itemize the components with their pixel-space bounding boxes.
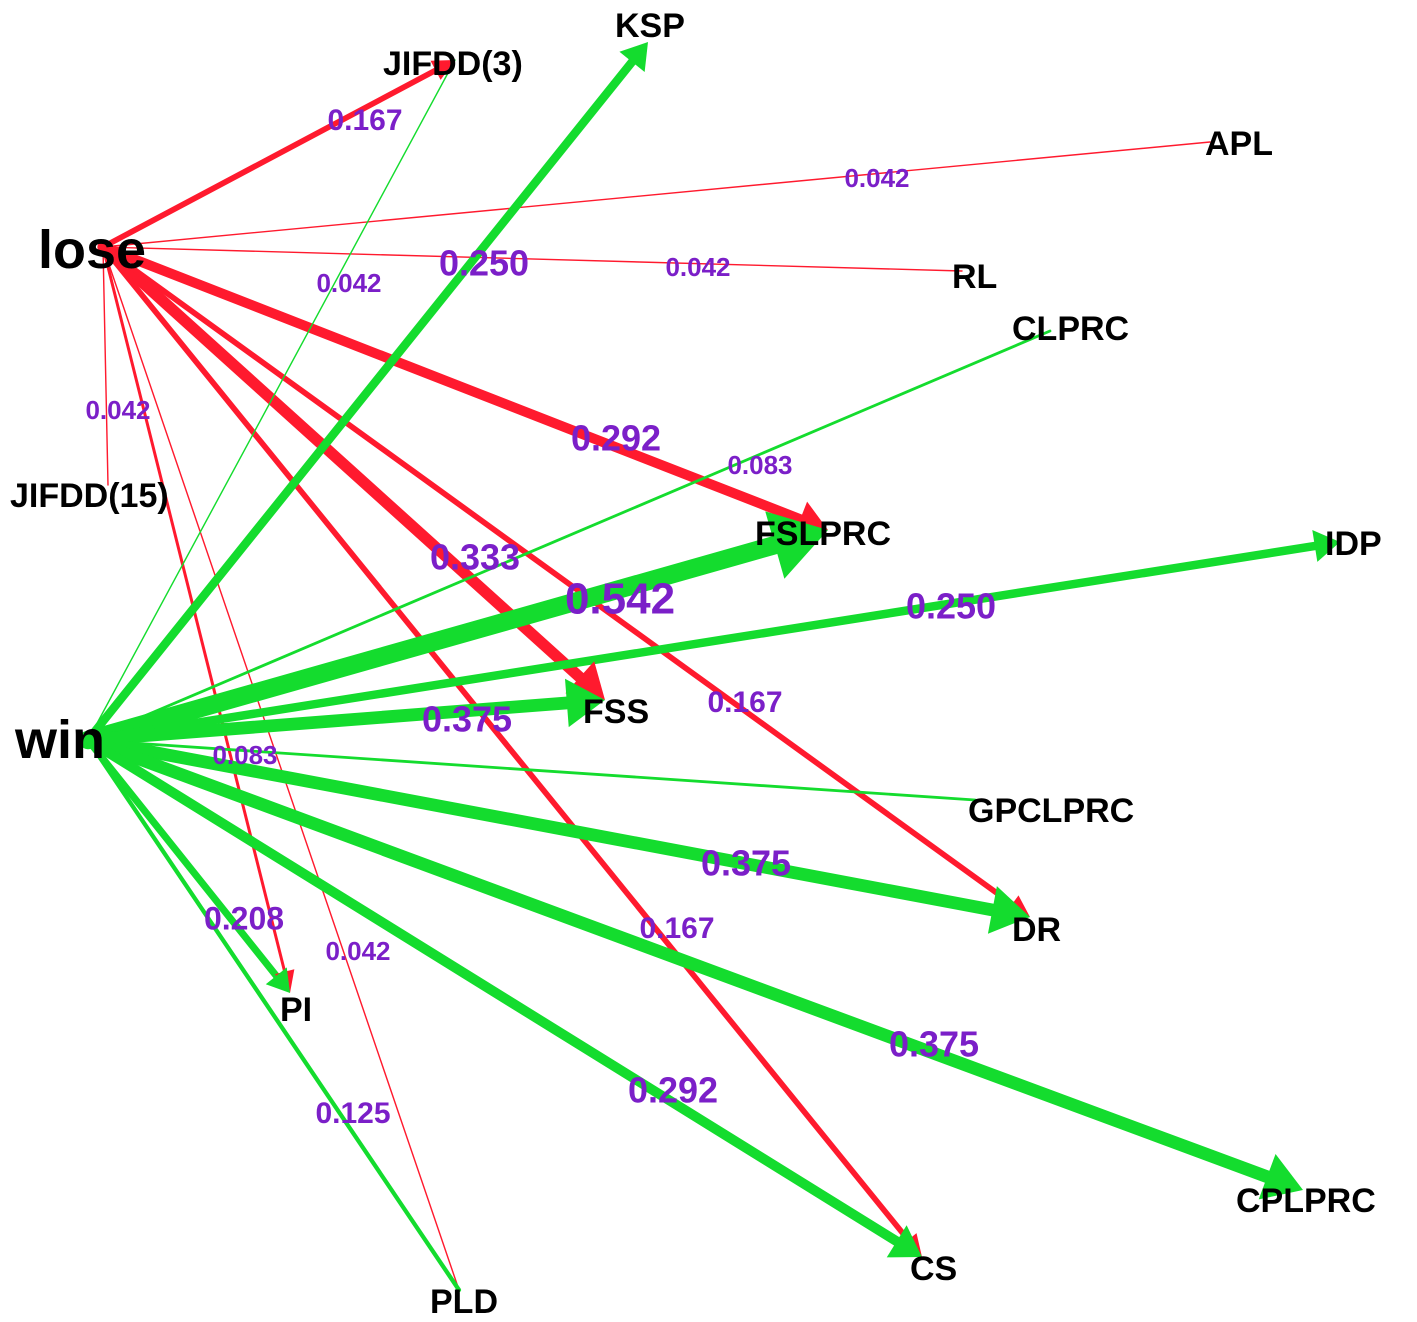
weight-label-lose-dr: 0.167 <box>707 686 782 719</box>
weight-label-win-ksp: 0.250 <box>439 243 529 284</box>
edge-weight-labels: 0.167 0.042 0.042 0.292 0.333 0.167 0.167 0.042… <box>85 104 996 1130</box>
edge-win-clprc <box>86 329 1052 742</box>
edge-win-pld <box>85 737 462 1293</box>
edge-win-gpclprc <box>86 738 977 802</box>
edge-lose-pld <box>102 246 460 1291</box>
edges-layer <box>78 53 1325 1293</box>
weight-label-lose-jifdd15: 0.042 <box>85 395 150 425</box>
edge-win-ksp <box>83 53 640 745</box>
node-jifdd3: JIFDD(3) <box>383 45 523 83</box>
node-fss: FSS <box>583 693 649 731</box>
weight-label-win-cplprc: 0.375 <box>889 1024 979 1065</box>
weight-label-lose-rl: 0.042 <box>665 252 730 282</box>
edge-lose-fss <box>97 241 591 688</box>
edge-lose-jifdd3 <box>100 65 443 250</box>
node-pld: PLD <box>430 1283 498 1321</box>
node-rl: RL <box>952 258 997 296</box>
arrowhead-win-dr <box>987 886 1030 934</box>
node-lose: lose <box>38 220 146 280</box>
weight-label-win-idp: 0.250 <box>906 586 996 627</box>
edge-lose-dr <box>100 244 1019 910</box>
weight-label-lose-jifdd3: 0.167 <box>327 104 402 137</box>
arrowhead-win-ksp <box>619 42 648 72</box>
edge-lose-cs <box>100 244 914 1247</box>
weight-label-win-jifdd3: 0.042 <box>316 268 381 298</box>
node-fslprc: FSLPRC <box>755 515 891 553</box>
edge-win-idp <box>83 540 1325 745</box>
node-cplprc: CPLPRC <box>1236 1182 1376 1220</box>
weight-label-lose-pld: 0.042 <box>325 936 390 966</box>
arrowhead-win-pi <box>265 967 290 993</box>
weight-label-win-fslprc: 0.542 <box>565 575 675 624</box>
weight-label-win-gpclprc: 0.083 <box>212 740 277 770</box>
node-labels: lose win KSP JIFDD(3) APL RL CLPRC JIFDD… <box>10 7 1382 1321</box>
weight-label-win-pi: 0.208 <box>204 900 284 936</box>
weight-label-lose-fss: 0.333 <box>430 537 520 578</box>
arrowhead-win-cs <box>886 1225 922 1258</box>
edge-lose-jifdd15 <box>102 246 109 486</box>
node-idp: IDP <box>1325 525 1382 563</box>
edge-win-jifdd3 <box>87 59 456 741</box>
edge-win-fslprc <box>78 532 795 750</box>
weight-label-win-fss: 0.375 <box>422 699 512 740</box>
arrowheads-layer <box>265 42 1340 1258</box>
weight-label-win-clprc: 0.083 <box>727 450 792 480</box>
weight-label-lose-cs: 0.167 <box>639 912 714 945</box>
node-ksp: KSP <box>615 7 685 45</box>
weight-label-win-cs: 0.292 <box>628 1070 718 1111</box>
edge-win-pi <box>84 736 283 983</box>
node-cs: CS <box>910 1250 957 1288</box>
arrowhead-win-fslprc <box>765 511 828 579</box>
edge-win-cs <box>83 735 907 1250</box>
weight-label-lose-fslprc: 0.292 <box>571 418 661 459</box>
arrowhead-win-cplprc <box>1258 1153 1303 1200</box>
edge-win-fss <box>81 695 581 747</box>
node-clprc: CLPRC <box>1012 310 1129 348</box>
node-apl: APL <box>1205 125 1273 163</box>
edge-lose-rl <box>102 246 963 272</box>
arrowhead-win-fss <box>564 678 605 728</box>
node-win: win <box>14 710 105 770</box>
edge-lose-apl <box>102 141 1211 248</box>
edge-lose-fslprc <box>98 242 811 527</box>
weight-label-win-pld: 0.125 <box>315 1097 390 1130</box>
node-gpclprc: GPCLPRC <box>968 792 1134 830</box>
node-dr: DR <box>1012 911 1061 949</box>
weight-label-win-dr: 0.375 <box>701 843 791 884</box>
edge-win-dr <box>81 733 1007 918</box>
node-jifdd15: JIFDD(15) <box>10 477 169 515</box>
arrowhead-win-idp <box>1312 530 1340 562</box>
node-pi: PI <box>280 991 312 1029</box>
edge-win-cplprc <box>81 733 1281 1186</box>
arrowhead-lose-jifdd3 <box>430 60 455 80</box>
weight-label-lose-apl: 0.042 <box>844 163 909 193</box>
